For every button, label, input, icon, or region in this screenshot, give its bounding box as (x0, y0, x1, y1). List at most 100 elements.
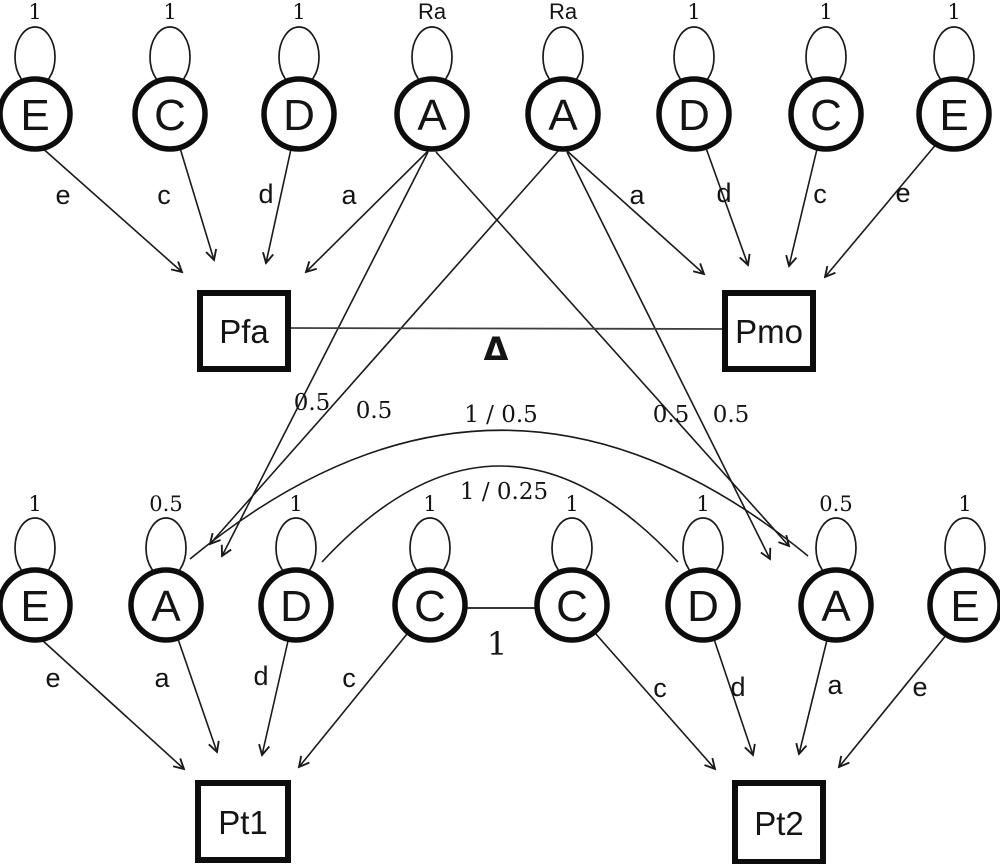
path-a-mother-arrow (565, 149, 704, 274)
path-c-mother-arrow (789, 148, 818, 266)
loop-variance-label: 1 (28, 492, 41, 516)
loop-variance-label: Ra (418, 0, 447, 24)
box-label: Pfa (219, 313, 269, 350)
path-a-twin2-arrow (799, 639, 828, 754)
latent-letter: A (417, 91, 447, 140)
latent-e-father: E 1 (0, 0, 73, 152)
latent-letter: C (154, 91, 186, 140)
latent-c-twin1: C 1 (392, 492, 468, 643)
latent-circle (916, 76, 992, 152)
loop-variance-label: 1 (947, 0, 960, 24)
coef-a-twin2-label: a (827, 670, 843, 700)
phenotype-twin1-box: Pt1 (195, 780, 291, 863)
loop-variance-label: 1 (819, 0, 832, 24)
coef-d-mother-label: d (716, 178, 731, 208)
a-correlation-arc (189, 429, 809, 560)
spouse-delta-symbol: Δ (484, 330, 509, 368)
latent-c-father: C 1 (132, 0, 208, 152)
latent-circle (525, 76, 601, 152)
coef-c-mother-label: c (813, 179, 827, 209)
latent-circle (394, 76, 470, 152)
latent-circle (132, 76, 208, 152)
latent-letter: C (414, 582, 446, 631)
latent-d-father: D 1 (261, 0, 337, 152)
path-e-twin2-arrow (839, 633, 948, 767)
loop-variance-label: 1 (28, 0, 41, 24)
latent-c-mother: C 1 (788, 0, 864, 152)
coef-a-father-label: a (341, 180, 357, 210)
path-a-father-arrow (306, 149, 430, 272)
latent-letter: D (283, 91, 315, 140)
latent-a-twin2: A 0.5 (798, 492, 874, 643)
latent-circle (798, 567, 874, 643)
path-e-mother-arrow (825, 141, 939, 277)
latent-d-mother: D 1 (656, 0, 732, 152)
coef-a-twin1-label: a (154, 663, 170, 693)
phenotype-father-box: Pfa (197, 290, 291, 372)
coef-a-mother-label: a (629, 180, 645, 210)
coef-c-twin2-label: c (653, 673, 667, 703)
coef-d-twin1-label: d (253, 661, 268, 691)
coef-d-twin2-label: d (730, 672, 745, 702)
loop-variance-label: 0.5 (149, 492, 182, 516)
path-c-twin1-arrow (299, 633, 408, 767)
box-label: Pt2 (754, 805, 804, 842)
transmission-a-father-to-twin1-arrow (222, 151, 429, 556)
transmission-father-twin1-label: 0.5 (294, 390, 331, 416)
latent-letter: D (678, 91, 710, 140)
box-rect (732, 780, 826, 864)
latent-circle (258, 567, 334, 643)
latent-e-mother: E 1 (916, 0, 992, 152)
box-rect (195, 780, 291, 863)
coef-c-twin1-label: c (342, 663, 356, 693)
loop-variance-label: 1 (696, 492, 709, 516)
latent-circle (128, 567, 204, 643)
spouse-correlation-line (287, 327, 726, 330)
transmission-mother-twin2-label: 0.5 (713, 402, 750, 428)
latent-c-twin2: C 1 (534, 492, 610, 643)
phenotype-mother-box: Pmo (722, 290, 816, 372)
transmission-mother-twin1-label: 0.5 (356, 398, 393, 424)
coef-e-mother-label: e (895, 178, 910, 208)
latent-letter: E (20, 582, 49, 631)
latent-letter: C (810, 91, 842, 140)
path-e-twin1-arrow (41, 639, 184, 769)
edges (39, 141, 948, 769)
a-correlation-label: 1 / 0.5 (464, 402, 538, 428)
latent-circle (656, 76, 732, 152)
latent-circle (261, 76, 337, 152)
path-d-father-arrow (266, 148, 292, 263)
latent-a-father: A Ra (394, 0, 470, 152)
coef-e-twin2-label: e (912, 672, 927, 702)
coef-c-father-label: c (157, 180, 171, 210)
box-label: Pt1 (218, 804, 268, 841)
latent-letter: E (939, 91, 968, 140)
latent-circle (788, 76, 864, 152)
latent-circle (534, 567, 610, 643)
loop-variance-label: 1 (289, 492, 302, 516)
latent-circle (927, 567, 1000, 643)
latent-a-twin1: A 0.5 (128, 492, 204, 643)
loop-variance-label: 1 (423, 492, 436, 516)
path-a-twin1-arrow (177, 638, 217, 752)
latent-e-twin2: E 1 (927, 492, 1000, 643)
latent-letter: A (821, 582, 851, 631)
transmission-a-mother-to-twin2-arrow (566, 151, 770, 559)
latent-a-mother: A Ra (525, 0, 601, 152)
latent-circle (665, 567, 741, 643)
path-d-mother-arrow (705, 147, 748, 265)
latent-d-twin1: D 1 (258, 492, 334, 643)
latent-e-twin1: E 1 (0, 492, 73, 643)
latent-circle (0, 567, 73, 643)
path-c-father-arrow (179, 147, 214, 260)
box-rect (722, 290, 816, 372)
c-correlation-label: 1 (487, 625, 507, 663)
latent-letter: A (151, 582, 181, 631)
path-c-twin2-arrow (594, 632, 715, 769)
d-correlation-arc (321, 465, 679, 563)
latent-letter: A (548, 91, 578, 140)
path-d-twin1-arrow (262, 640, 289, 755)
latent-letter: C (556, 582, 588, 631)
latent-letter: E (950, 582, 979, 631)
